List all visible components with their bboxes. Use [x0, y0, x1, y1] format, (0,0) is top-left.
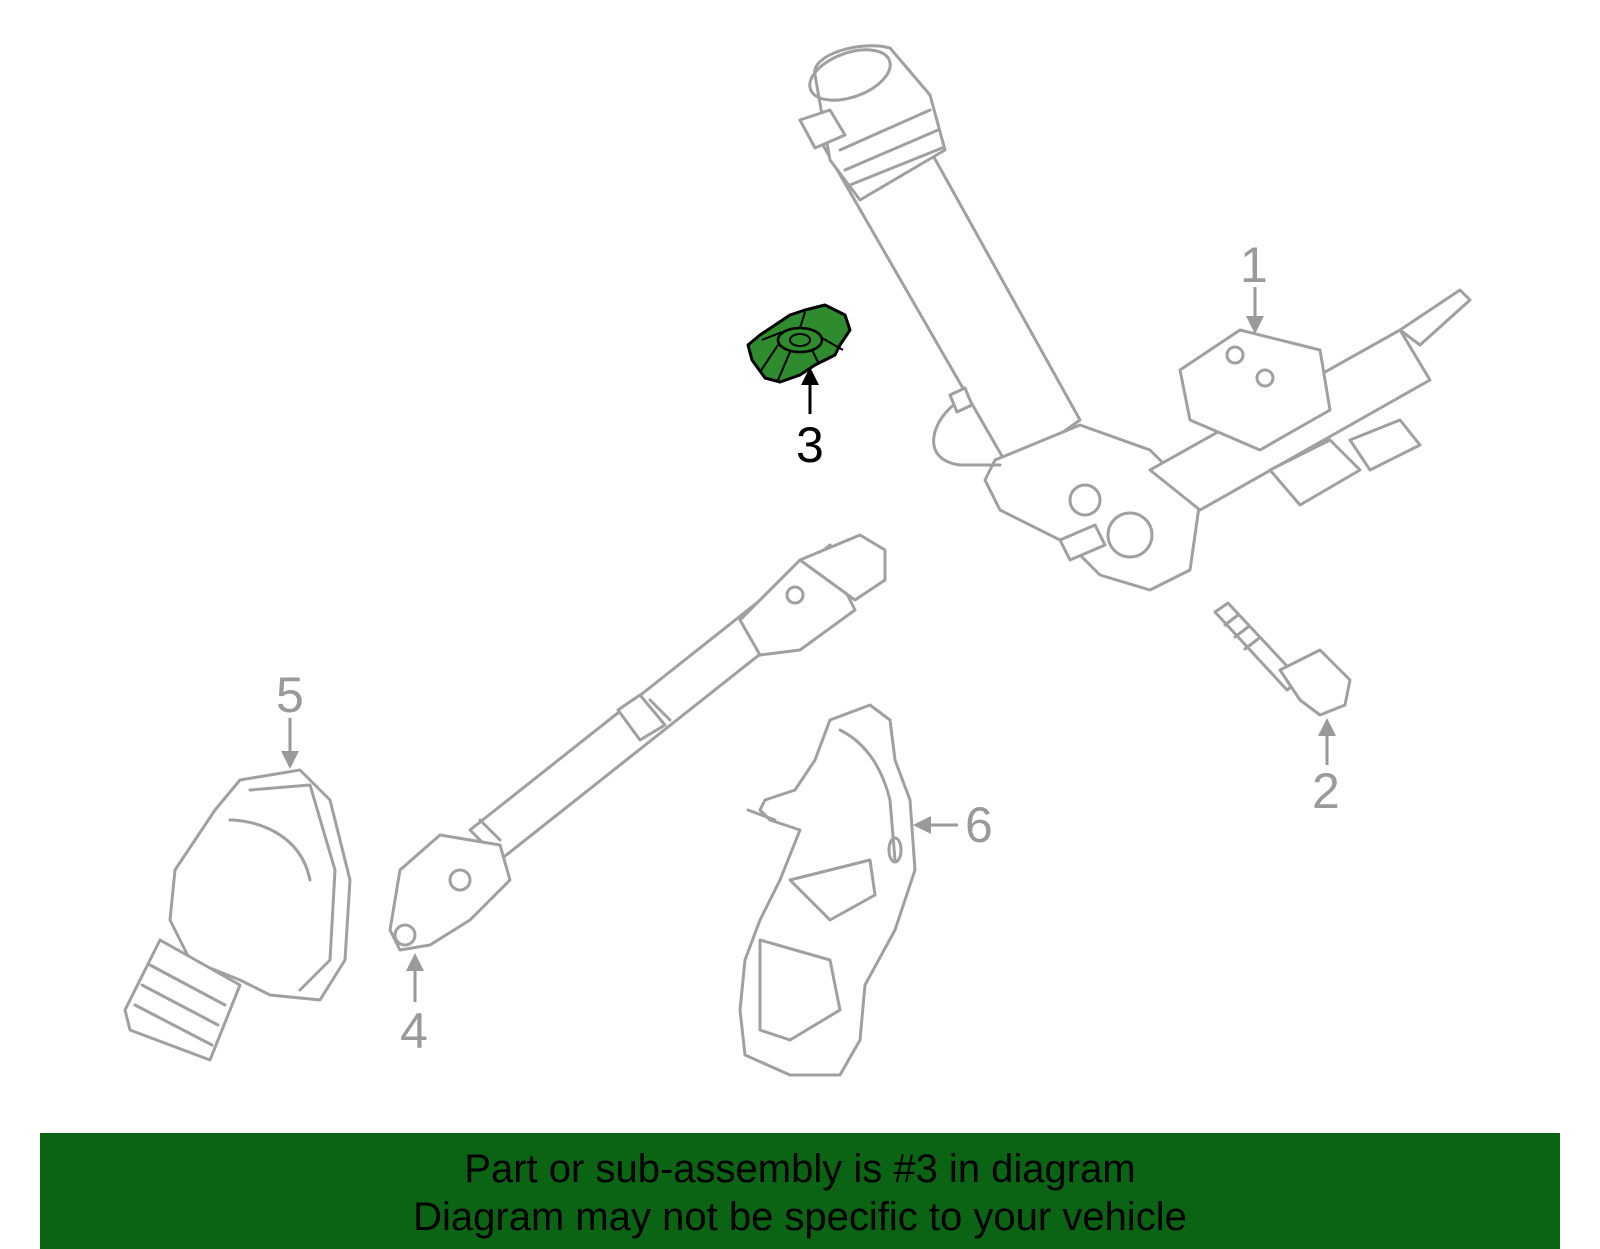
svg-text:2: 2	[1312, 763, 1340, 819]
column-cover-part-6[interactable]	[738, 703, 917, 1077]
info-banner: Part or sub-assembly is #3 in diagram Di…	[40, 1133, 1560, 1249]
svg-text:4: 4	[400, 1003, 428, 1059]
banner-line-disclaimer: Diagram may not be specific to your vehi…	[413, 1195, 1187, 1239]
callout-5: 5	[276, 667, 304, 769]
callout-2: 2	[1312, 718, 1340, 819]
steering-column-part-1[interactable]	[798, 40, 1472, 592]
intermediate-shaft-part-4[interactable]	[388, 533, 887, 952]
svg-text:6: 6	[965, 797, 993, 853]
banner-line-part-number: Part or sub-assembly is #3 in diagram	[464, 1147, 1136, 1191]
callout-4: 4	[400, 953, 428, 1059]
svg-text:3: 3	[796, 417, 824, 473]
callout-1: 1	[1240, 237, 1268, 334]
svg-text:1: 1	[1240, 237, 1268, 293]
callout-6: 6	[913, 797, 993, 853]
parts-diagram: 1 2 3 4 5 6	[123, 40, 1472, 1077]
svg-text:5: 5	[276, 667, 304, 723]
boot-seal-part-5[interactable]	[123, 768, 352, 1062]
callout-3: 3	[796, 367, 824, 473]
highlighted-part-3[interactable]	[746, 303, 852, 384]
bolt-part-2[interactable]	[1213, 601, 1352, 717]
